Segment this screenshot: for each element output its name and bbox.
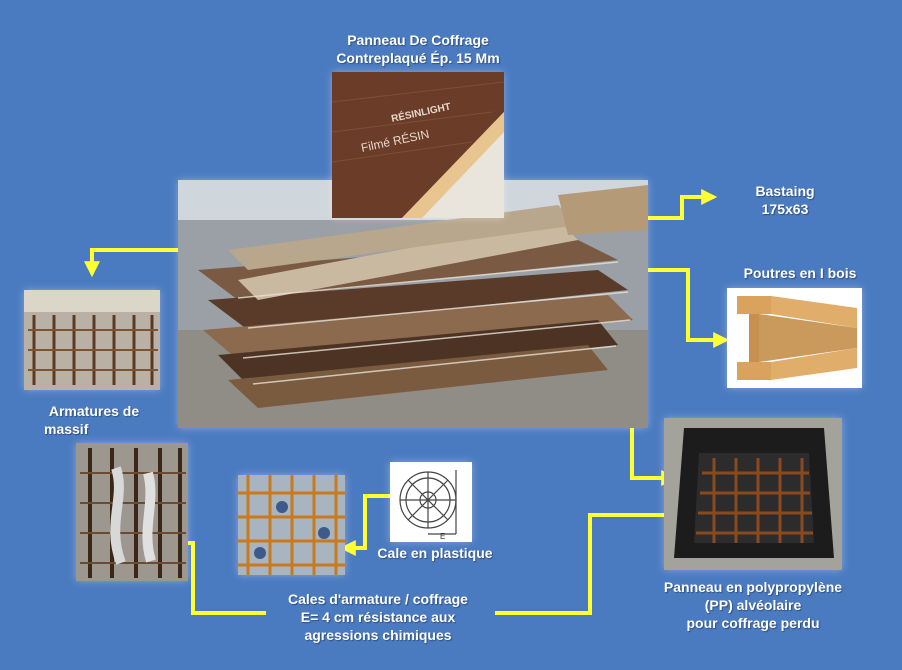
- pp-panel-label-line-2: (PP) alvéolaire: [704, 597, 802, 613]
- pp-panel-label-line-1: Panneau en polypropylène: [663, 579, 843, 595]
- plywood-panel-photo: Filmé RÉSIN RÉSINLIGHT: [332, 72, 504, 218]
- spacer-dimension-label: E: [440, 532, 445, 541]
- massive-rebar-label: Armatures de massif: [24, 402, 164, 438]
- pp-panel-label: Panneau en polypropylène (PP) alvéolaire…: [640, 578, 866, 632]
- plastic-spacer-label: Cale en plastique: [365, 544, 505, 562]
- spacers-label-line-3: agressions chimiques: [304, 627, 452, 643]
- massive-rebar-label-line-2: massif: [44, 421, 89, 437]
- rebar-spacers-photo: [76, 443, 188, 581]
- pp-panel-label-line-3: pour coffrage perdu: [686, 615, 820, 631]
- plastic-spacer-diagram: E: [390, 462, 472, 542]
- bastaing-label-line-1: Bastaing: [755, 183, 815, 199]
- arrow-to-massive-rebar: [84, 248, 182, 278]
- plywood-panel-label: Panneau De Coffrage Contreplaqué Ép. 15 …: [300, 31, 536, 67]
- i-beam-photo: [727, 288, 862, 388]
- arrow-spacer-to-pp-panel: [495, 507, 684, 615]
- plastic-spacer-label-line-1: Cale en plastique: [377, 545, 493, 561]
- rebar-cage-photo: [24, 290, 160, 390]
- spacers-on-rebar-photo: [238, 475, 345, 575]
- bastaing-label-line-2: 175x63: [761, 201, 809, 217]
- spacers-label-line-2: E= 4 cm résistance aux: [300, 609, 456, 625]
- i-beams-label-line-1: Poutres en I bois: [743, 265, 857, 281]
- arrow-to-bastaing: [640, 189, 718, 220]
- plywood-panel-label-line-2: Contreplaqué Ép. 15 Mm: [336, 50, 500, 66]
- bastaing-label: Bastaing 175x63: [730, 182, 840, 218]
- i-beams-label: Poutres en I bois: [720, 264, 880, 282]
- spacers-label: Cales d'armature / coffrage E= 4 cm rési…: [262, 590, 494, 644]
- spacers-label-line-1: Cales d'armature / coffrage: [288, 591, 468, 607]
- arrow-to-i-beams: [645, 268, 730, 348]
- plywood-panel-label-line-1: Panneau De Coffrage: [347, 32, 489, 48]
- arrow-spacer-diagram-link: [339, 494, 390, 556]
- pp-panel-photo: [664, 418, 842, 570]
- massive-rebar-label-line-1: Armatures de: [48, 403, 140, 419]
